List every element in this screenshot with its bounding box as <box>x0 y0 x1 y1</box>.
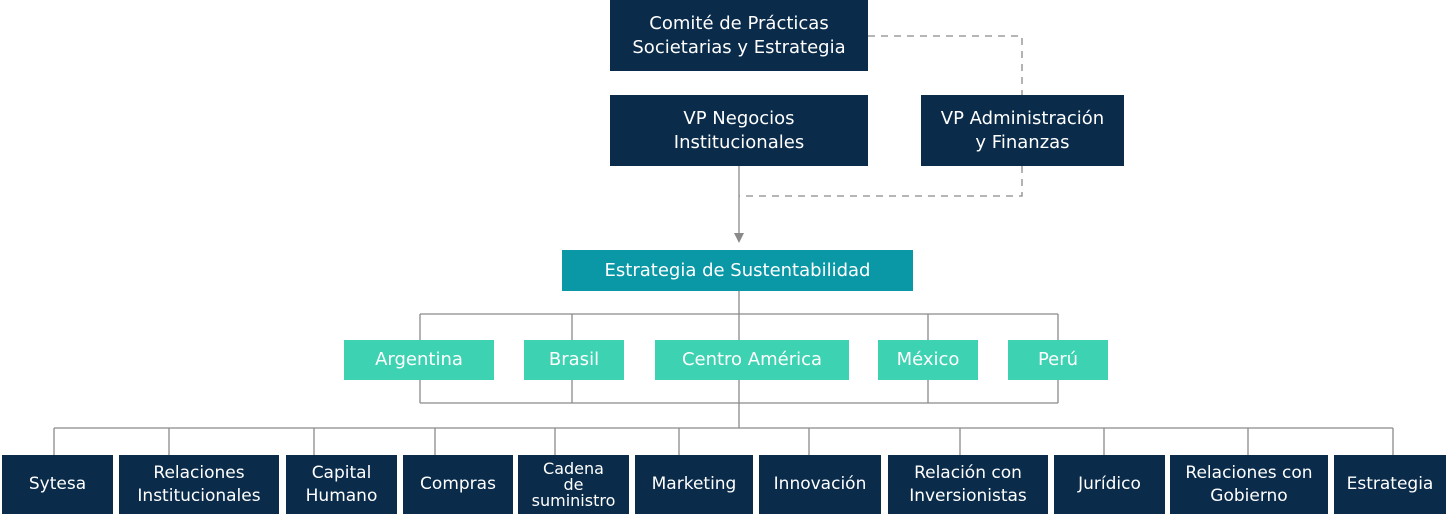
dept-capital-humano: Capital Humano <box>286 455 397 514</box>
dashed-link-committee-admin <box>868 35 1023 95</box>
dept-sytesa: Sytesa <box>2 455 113 514</box>
dept-relacion-con-inversionistas: Relación con Inversionistas <box>888 455 1048 514</box>
dept-compras: Compras <box>403 455 513 514</box>
committee-box: Comité de Prácticas Societarias y Estrat… <box>610 0 868 71</box>
dept-cadena-de-suministro: Cadena de suministro <box>518 455 629 514</box>
dept-marketing: Marketing <box>635 455 753 514</box>
dashed-link-admin-flow <box>739 166 1023 197</box>
country-argentina: Argentina <box>344 340 494 380</box>
dept-juridico: Jurídico <box>1054 455 1165 514</box>
country-centro-america: Centro América <box>655 340 849 380</box>
dept-innovacion: Innovación <box>759 455 881 514</box>
vp-administracion-box: VP Administración y Finanzas <box>921 95 1124 166</box>
dept-estrategia: Estrategia <box>1334 455 1446 514</box>
vp-negocios-box: VP Negocios Institucionales <box>610 95 868 166</box>
country-mexico: México <box>878 340 978 380</box>
dept-relaciones-institucionales: Relaciones Institucionales <box>119 455 279 514</box>
country-brasil: Brasil <box>524 340 624 380</box>
dept-relaciones-con-gobierno: Relaciones con Gobierno <box>1170 455 1328 514</box>
sustainability-box: Estrategia de Sustentabilidad <box>562 250 913 291</box>
country-peru: Perú <box>1008 340 1108 380</box>
